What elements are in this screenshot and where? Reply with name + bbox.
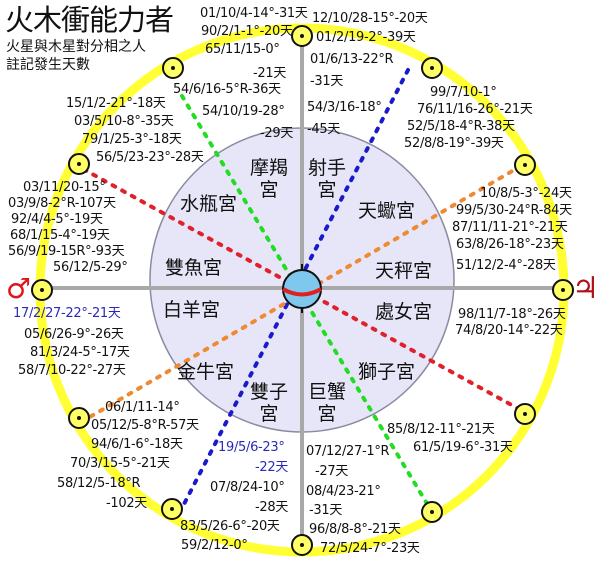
highlighted-date-label: -22天	[255, 460, 289, 475]
date-label: 51/12/2-4°-28天	[456, 258, 556, 273]
date-label: 15/1/2-21°-18天	[66, 96, 166, 111]
date-label: 03/9/8-2°R-107天	[8, 196, 116, 211]
date-label: 52/5/18-4°R-38天	[407, 119, 515, 134]
date-label: 61/5/19-6°-31天	[413, 440, 513, 455]
date-label: 56/9/19-15R°-93天	[8, 244, 125, 259]
date-label: 08/4/23-21°	[306, 484, 381, 499]
zodiac-sagittarius: 射手宮	[308, 157, 347, 201]
date-label: 03/11/20-15°	[23, 180, 106, 195]
date-label: -29天	[260, 126, 294, 141]
date-label: 70/3/15-5°-21天	[70, 456, 170, 471]
date-label: 96/8/8-8°-21天	[309, 522, 401, 537]
zodiac-pisces: 雙魚宮	[165, 257, 223, 279]
date-label: 01/10/4-14°-31天	[200, 6, 308, 21]
date-label: 58/12/5-18°R	[57, 476, 141, 491]
zodiac-gemini: 雙子宮	[250, 381, 289, 425]
subtitle-line-2: 註記發生天數	[6, 57, 90, 73]
zodiac-leo: 獅子宮	[358, 361, 416, 383]
zodiac-capricorn: 摩羯宮	[250, 157, 289, 201]
date-label: 90/2/1-1°-20天	[201, 24, 293, 39]
date-label: 59/2/12-0°	[181, 538, 248, 553]
date-label: 79/1/25-3°-18天	[82, 132, 182, 147]
date-label: 63/8/26-18°-23天	[456, 237, 564, 252]
date-label: 99/7/10-1°	[430, 85, 497, 100]
date-label: 10/8/5-3°-24天	[480, 186, 572, 201]
date-label: 85/8/12-11°-21天	[387, 422, 495, 437]
zodiac-virgo: 處女宮	[375, 301, 433, 323]
zodiac-taurus: 金牛宮	[177, 361, 235, 383]
date-label: 54/10/19-28°	[202, 104, 285, 119]
date-label: -31天	[310, 74, 344, 89]
page-title: 火木衝能力者	[5, 3, 174, 37]
jupiter-icon: ♃	[572, 271, 599, 306]
date-label: 54/6/16-5°R-36天	[173, 82, 281, 97]
highlighted-date-label: 19/5/6-23°	[218, 440, 285, 455]
date-label: 06/1/11-14°	[105, 400, 180, 415]
date-label: 72/5/24-7°-23天	[320, 541, 420, 556]
date-label: 52/8/8-19°-39天	[404, 136, 504, 151]
date-label: -45天	[307, 122, 341, 137]
date-label: -27天	[315, 464, 349, 479]
date-label: 56/12/5-29°	[53, 260, 128, 275]
zodiac-aquarius: 水瓶宮	[180, 193, 238, 215]
date-label: 87/11/11-21°-21天	[452, 220, 568, 235]
zodiac-scorpio: 天蠍宮	[358, 200, 416, 222]
date-label: 76/11/16-26°-21天	[417, 102, 533, 117]
date-label: 12/10/28-15°-20天	[312, 11, 428, 26]
earth-icon	[281, 264, 323, 313]
date-label: 65/11/15-0°	[205, 42, 280, 57]
date-label: 54/3/16-18°	[307, 100, 382, 115]
date-label: 01/6/13-22°R	[310, 52, 394, 67]
date-label: 03/5/10-8°-35天	[74, 114, 174, 129]
date-label: 07/8/24-10°	[210, 480, 285, 495]
date-label: 01/2/19-2°-39天	[316, 30, 416, 45]
subtitle-line-1: 火星與木星對分相之人	[6, 39, 146, 55]
date-label: 94/6/1-6°-18天	[91, 437, 183, 452]
mars-icon: ♂	[6, 272, 32, 305]
date-label: 56/5/23-23°-28天	[96, 150, 204, 165]
date-label: -31天	[309, 503, 343, 518]
date-label: 98/11/7-18°-26天	[458, 307, 566, 322]
date-label: 58/7/10-22°-27天	[18, 363, 126, 378]
zodiac-libra: 天秤宮	[375, 260, 433, 282]
date-label: 68/1/15-4°-19天	[10, 228, 110, 243]
red-aspect-line	[72, 162, 530, 416]
date-label: 81/3/24-5°-17天	[30, 345, 130, 360]
date-label: 05/6/26-9°-26天	[24, 327, 124, 342]
date-label: -28天	[255, 500, 289, 515]
date-label: -102天	[106, 496, 148, 511]
date-label: 05/12/5-8°R-57天	[91, 418, 199, 433]
date-label: 99/5/30-24°R-84天	[456, 203, 572, 218]
date-label: 07/12/27-1°R	[306, 444, 390, 459]
date-label: -21天	[253, 66, 287, 81]
date-label: 83/5/26-6°-20天	[180, 519, 280, 534]
zodiac-cancer: 巨蟹宮	[308, 381, 347, 425]
zodiac-aries: 白羊宮	[163, 299, 221, 321]
date-label: 74/8/20-14°-22天	[455, 323, 563, 338]
highlighted-date-label: 17/2/27-22°-21天	[13, 306, 121, 321]
date-label: 92/4/4-5°-19天	[11, 212, 103, 227]
